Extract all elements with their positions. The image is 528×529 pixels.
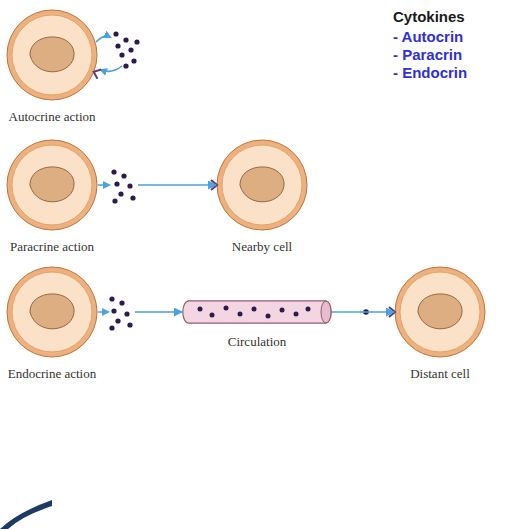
- cell-caption: Autocrine action: [0, 109, 122, 125]
- cell-shape: [6, 9, 98, 101]
- cell-shape: [394, 266, 486, 358]
- list-item: - Paracrin: [393, 46, 462, 64]
- slide-decoration: [0, 500, 52, 529]
- cell: Endocrine action: [0, 266, 122, 382]
- cytokine-dots: [111, 169, 135, 203]
- list-item: - Autocrin: [393, 28, 463, 46]
- binding-arrow: [101, 66, 122, 71]
- vessel-shape: [182, 300, 332, 324]
- cell-caption: Nearby cell: [192, 239, 332, 255]
- receptor: [94, 69, 101, 78]
- signal-arrow: [332, 311, 394, 313]
- signal-arrow: [98, 311, 182, 313]
- secretion-arrowhead: [103, 181, 111, 189]
- cell: Distant cell: [370, 266, 510, 382]
- cytokine-dots: [109, 296, 132, 330]
- cytokine-dots: [113, 31, 139, 68]
- cell-shape: [6, 139, 98, 231]
- cell-shape: [216, 139, 308, 231]
- receptor: [389, 307, 395, 317]
- receptor: [211, 180, 217, 190]
- list-item: - Endocrin: [393, 64, 467, 82]
- cell-caption: Circulation: [182, 334, 332, 350]
- cell-caption: Endocrine action: [0, 366, 122, 382]
- signal-arrow: [98, 184, 216, 186]
- cell: Nearby cell: [192, 139, 332, 255]
- cell: Paracrine action: [0, 139, 122, 255]
- cell: Autocrine action: [0, 9, 122, 125]
- cell-shape: [6, 266, 98, 358]
- cell-caption: Paracrine action: [0, 239, 122, 255]
- circulation-vessel: Circulation: [182, 300, 332, 324]
- secretion-arrowhead: [102, 308, 110, 316]
- cytokine-dot: [363, 309, 369, 315]
- heading: Cytokines: [393, 8, 465, 25]
- cell-caption: Distant cell: [370, 366, 510, 382]
- secretion-arrow: [96, 36, 110, 42]
